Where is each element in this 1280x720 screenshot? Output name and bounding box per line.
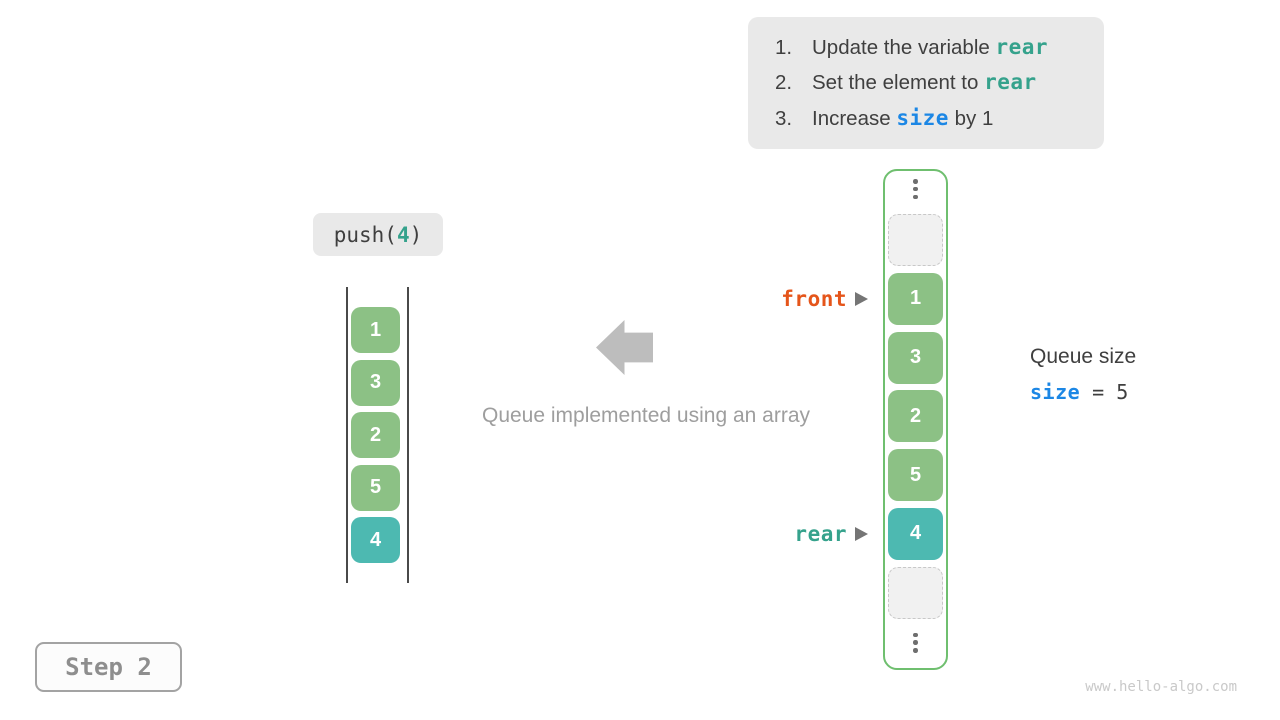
info-step-code: size (896, 105, 949, 130)
front-pointer: front (738, 287, 868, 311)
info-step-text: Set the element to rear (812, 65, 1037, 100)
push-prefix: push( (333, 222, 397, 247)
info-step-text: Update the variable rear (812, 30, 1048, 65)
info-step-number: 3. (775, 106, 793, 130)
watermark: www.hello-algo.com (1085, 679, 1237, 695)
info-step-text-pre: Increase (812, 106, 897, 130)
ellipsis-icon (913, 179, 918, 199)
front-pointer-label: front (781, 287, 847, 311)
queue-size-expression: size = 5 (1030, 379, 1136, 405)
info-step-code: rear (995, 35, 1049, 59)
array-cell: 3 (888, 331, 943, 384)
stack-cell: 1 (351, 307, 400, 353)
size-value: 5 (1116, 380, 1129, 404)
push-argument: 4 (396, 222, 410, 247)
queue-size-panel: Queue size size = 5 (1030, 344, 1136, 405)
step-label: Step 2 (65, 653, 152, 681)
steps-list: 1. Update the variable rear 2. Set the elem… (775, 30, 1090, 136)
info-step-item: 3. Increase size by 1 (775, 101, 1090, 136)
stack-cell: 4 (351, 517, 400, 563)
info-step-text-pre: Set the element to (812, 71, 985, 95)
info-step-text: Increase size by 1 (812, 101, 993, 136)
left-arrow-icon (596, 320, 653, 375)
array-cell: 4 (888, 507, 943, 560)
stack-cell: 3 (351, 359, 400, 406)
info-step-number: 2. (775, 71, 793, 95)
array-cell: 1 (888, 272, 943, 325)
ellipsis-icon (913, 632, 918, 653)
array-slot-empty (888, 566, 943, 619)
pointer-arrow-icon (855, 527, 868, 541)
stack-left-wall (346, 287, 348, 583)
diagram-caption: Queue implemented using an array (481, 404, 811, 427)
equals-sign: = (1092, 380, 1105, 404)
info-step-text-post: by 1 (948, 106, 994, 130)
info-step-text-pre: Update the variable (812, 36, 996, 59)
stack-right-wall (407, 287, 409, 583)
steps-info-box: 1. Update the variable rear 2. Set the elem… (748, 17, 1104, 149)
step-badge: Step 2 (35, 642, 182, 692)
stack-cell: 2 (351, 412, 400, 458)
array-cell: 5 (888, 449, 943, 502)
rear-pointer-label: rear (794, 522, 847, 546)
push-suffix: ) (409, 222, 423, 247)
size-variable: size (1030, 380, 1081, 404)
info-step-code: rear (984, 70, 1037, 95)
pointer-arrow-icon (855, 292, 868, 306)
queue-size-title: Queue size (1030, 345, 1137, 368)
queue-stack: 1 3 2 5 4 (351, 307, 400, 563)
info-step-number: 1. (775, 36, 793, 59)
stack-cell: 5 (351, 464, 400, 511)
push-operation-label: push(4) (313, 213, 443, 256)
array-cell: 2 (888, 390, 943, 443)
info-step-item: 1. Update the variable rear (775, 30, 1090, 65)
array-slot-empty (888, 214, 943, 266)
rear-pointer: rear (738, 522, 868, 546)
info-step-item: 2. Set the element to rear (775, 65, 1090, 100)
